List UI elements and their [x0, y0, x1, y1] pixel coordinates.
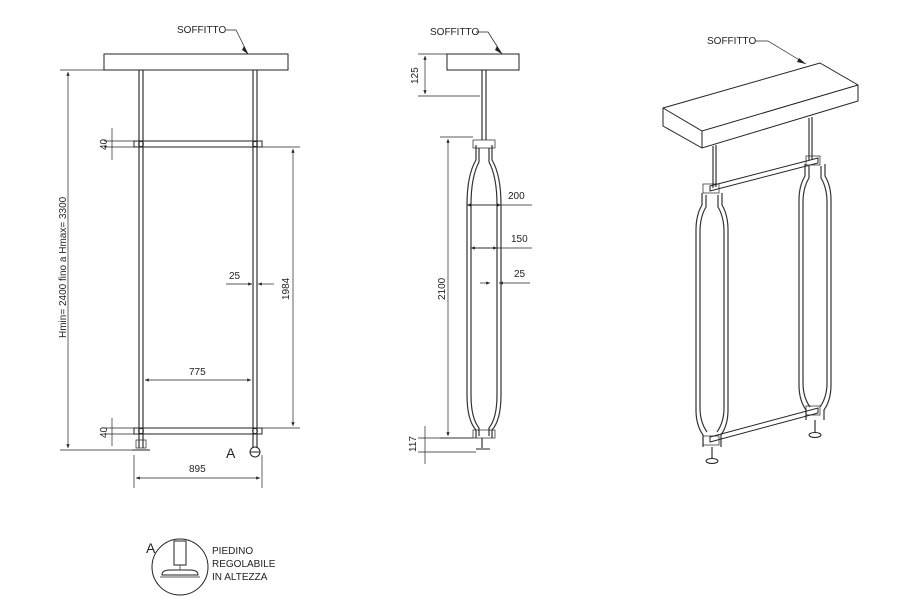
iso-ceiling-leader [755, 40, 807, 65]
front-ceiling-slab [103, 53, 289, 71]
iso-bottom-crossbar [709, 407, 819, 443]
front-bottom-crossbar [133, 427, 263, 435]
iso-ceiling-label: SOFFITTO [707, 36, 756, 47]
side-depth-200: 200 [508, 191, 525, 202]
detail-line1: PIEDINO [212, 546, 253, 557]
front-tube-width: 25 [229, 271, 241, 282]
front-height-range: Hmin= 2400 fino a Hmax= 3300 [58, 196, 69, 338]
side-ceiling-offset: 125 [410, 67, 421, 84]
front-inner-height: 1984 [281, 277, 292, 300]
front-bar-height-top: 40 [99, 138, 110, 150]
iso-top-crossbar [709, 157, 819, 192]
iso-left-frame [695, 193, 729, 447]
side-tube-25: 25 [514, 269, 526, 280]
front-detail-ref: A [226, 445, 236, 461]
iso-foot-right [808, 432, 822, 438]
iso-ceiling-slab [662, 62, 859, 149]
side-top-clamp [472, 139, 496, 149]
iso-view: SOFFITTO [662, 36, 859, 464]
detail-circle [151, 538, 209, 596]
iso-right-frame [798, 164, 832, 420]
side-floor-offset: 117 [408, 436, 419, 452]
detail-a: A PIEDINO REGOLABILE IN ALTEZZA [146, 538, 276, 596]
iso-foot-left [705, 458, 719, 464]
side-ceiling-slab [446, 53, 520, 71]
front-top-crossbar [133, 140, 263, 148]
detail-line3: IN ALTEZZA [212, 572, 268, 583]
front-bar-height-bottom: 40 [99, 426, 110, 438]
front-outer-width: 895 [189, 464, 206, 475]
front-foot-left [135, 439, 147, 449]
side-frame-outer [466, 145, 502, 438]
side-depth-150: 150 [511, 234, 528, 245]
front-view: SOFFITTO A Hmin= 2400 fino a Hmax= 3300 … [58, 25, 300, 488]
side-height: 2100 [437, 277, 448, 300]
side-bottom-clamp [472, 429, 496, 439]
detail-line2: REGOLABILE [212, 559, 276, 570]
detail-ref: A [146, 540, 156, 556]
side-view: SOFFITTO 125 2100 117 200 [408, 27, 532, 464]
front-ceiling-label: SOFFITTO [177, 25, 226, 36]
side-ceiling-label: SOFFITTO [430, 27, 479, 38]
front-inner-width: 775 [189, 367, 206, 378]
